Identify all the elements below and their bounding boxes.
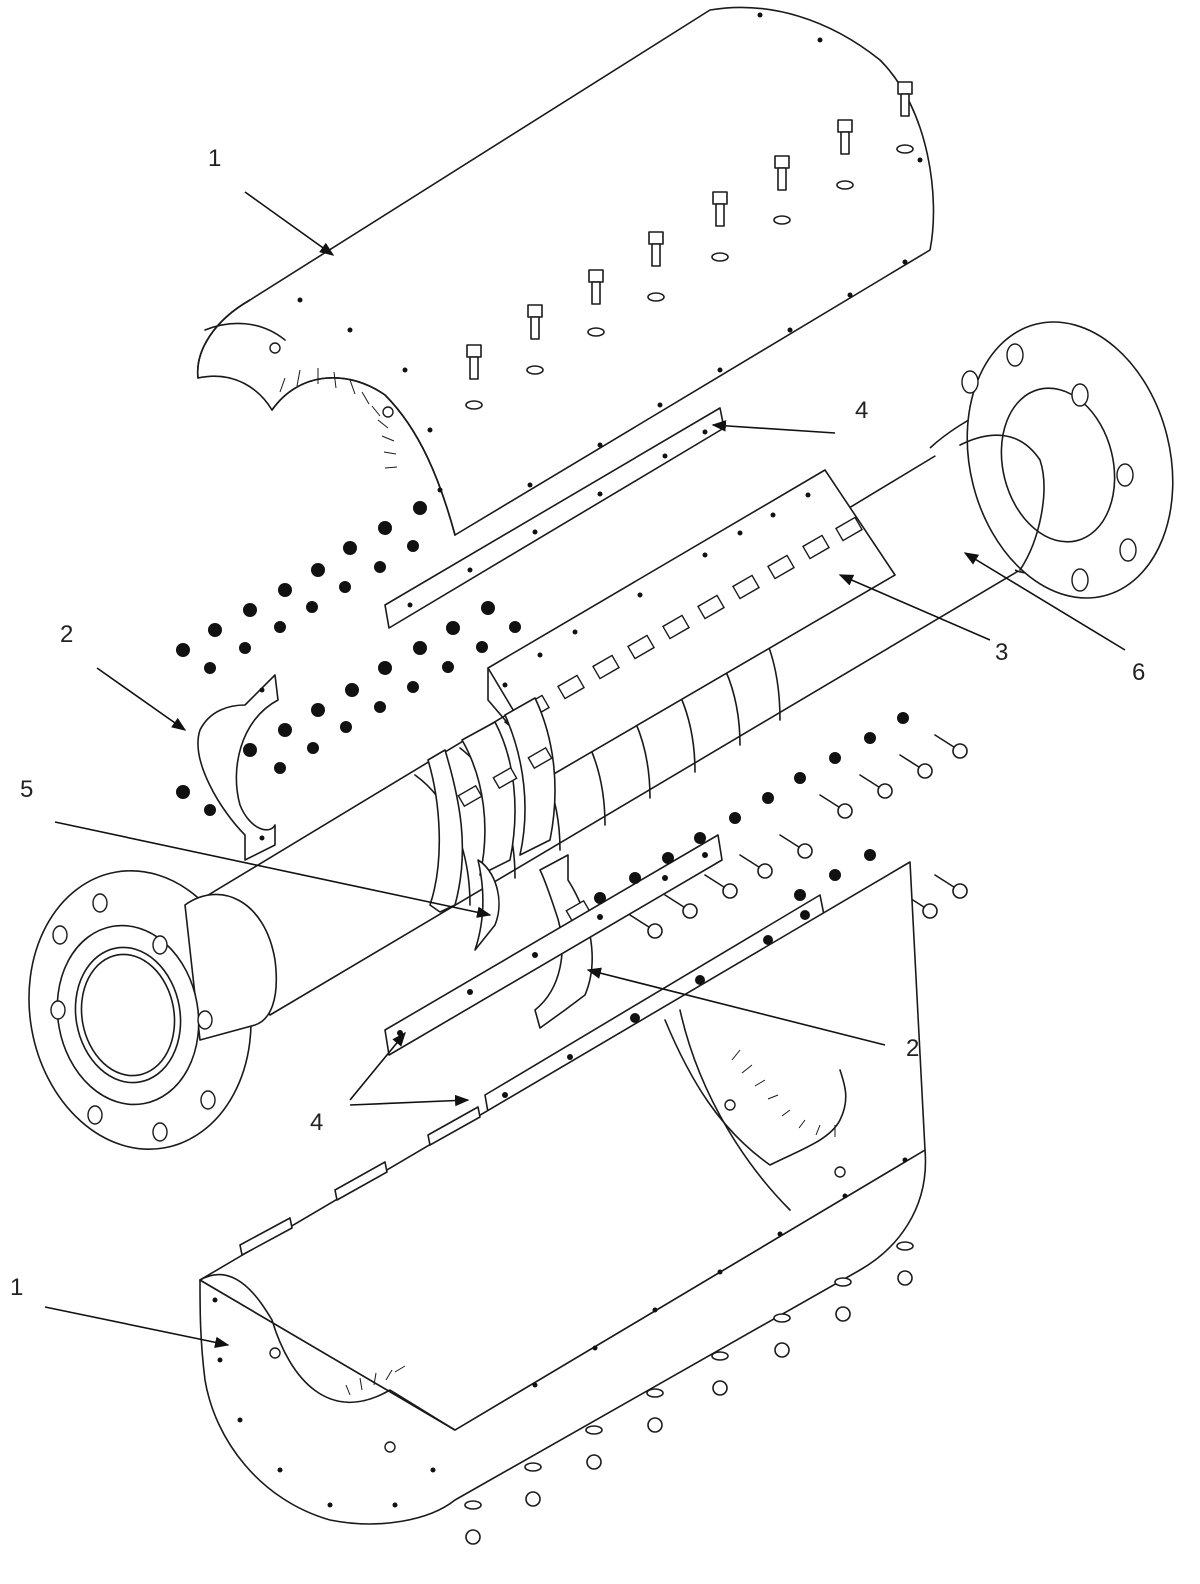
left-flange-bolt-holes [50, 893, 216, 1142]
right-flange-bolt-holes [961, 343, 1137, 592]
lower-cover-tabs [239, 1106, 481, 1256]
left-saddle-clip [197, 674, 279, 861]
callout-3-perforated-plate: 3 [995, 639, 1008, 666]
callout-4-upper-strip: 4 [855, 397, 868, 424]
plate-rivets [502, 492, 811, 688]
lower-half-cover [199, 861, 927, 1525]
ring-band-clips [427, 697, 556, 951]
callout-1-upper-cover: 1 [208, 145, 221, 172]
callout-labels: 1 4 2 3 6 5 2 4 1 [10, 145, 1145, 1301]
lower-cover-rivets [212, 1157, 908, 1508]
leader-lines [44, 191, 1126, 1349]
callout-5-ring-band: 5 [20, 776, 33, 803]
callout-2-lower-saddle: 2 [906, 1035, 919, 1062]
left-nut-cluster [176, 501, 521, 816]
callout-2-left-saddle: 2 [60, 621, 73, 648]
callout-6-pipe-flange: 6 [1132, 659, 1145, 686]
callout-1-lower-cover: 1 [10, 1274, 23, 1301]
upper-bolt-row [465, 81, 914, 410]
callout-4-lower-strips: 4 [310, 1109, 323, 1136]
upper-cover-fin-lines [279, 368, 398, 469]
lower-cover-fin-lines [345, 1049, 836, 1396]
lower-nut-row [464, 1241, 914, 1545]
upper-half-cover [196, 6, 935, 536]
